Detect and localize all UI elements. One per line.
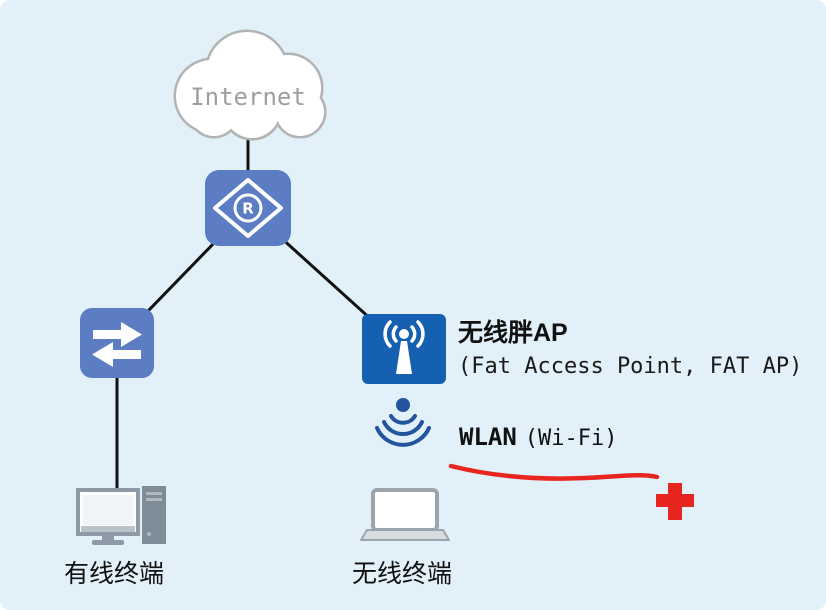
ap-subtitle-label: (Fat Access Point, FAT AP) xyxy=(458,354,803,379)
wifi-signal-icon xyxy=(375,398,431,447)
internet-cloud-icon xyxy=(173,29,327,141)
ap-title-label: 无线胖AP xyxy=(458,319,568,347)
red-cross-icon xyxy=(656,483,694,520)
internet-label: Internet xyxy=(190,83,306,111)
red-annotation xyxy=(448,463,694,520)
red-underline-stroke xyxy=(448,463,660,481)
laptop-icon xyxy=(360,488,450,541)
wired-terminal-label: 有线终端 xyxy=(64,560,165,588)
desktop-pc-icon xyxy=(76,486,166,545)
wlan-label: WLAN (Wi-Fi) xyxy=(459,423,618,452)
wireless-terminal-label: 无线终端 xyxy=(352,560,453,588)
router-letter: R xyxy=(242,200,254,218)
wlan-name: WLAN xyxy=(459,423,517,451)
access-point-icon xyxy=(362,314,446,384)
link-lines xyxy=(115,100,406,515)
router-icon: R xyxy=(205,170,291,246)
wlan-detail: (Wi-Fi) xyxy=(524,426,618,451)
switch-icon xyxy=(80,308,154,378)
